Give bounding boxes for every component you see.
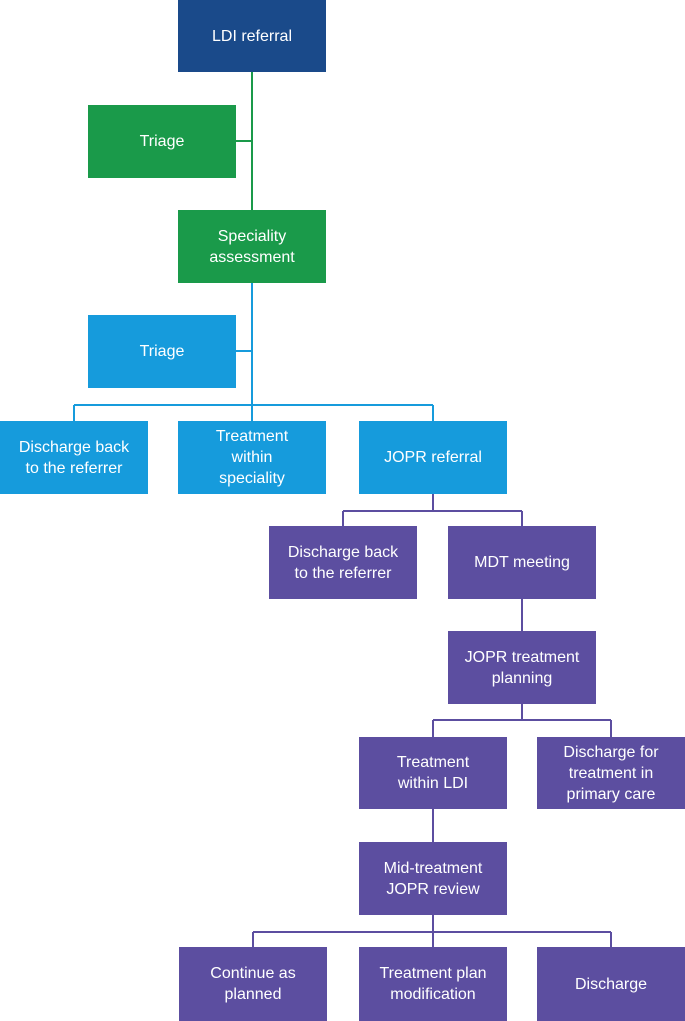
discharge-primary-care-box: Discharge for treatment in primary care [537, 737, 685, 809]
continue-as-planned-box: Continue as planned [179, 947, 327, 1021]
mid-treatment-review-box: Mid-treatment JOPR review [359, 842, 507, 915]
purple-connectors [252, 494, 612, 947]
treatment-plan-modification-box: Treatment plan modification [359, 947, 507, 1021]
continue-as-planned-label: Continue as planned [210, 965, 296, 1003]
triage-box-1: Triage [88, 105, 236, 178]
jopr-treatment-planning-box: JOPR treatment planning [448, 631, 596, 704]
jopr-referral-box: JOPR referral [359, 421, 507, 494]
discharge-referrer-box-1: Discharge back to the referrer [0, 421, 148, 494]
discharge-referrer-label-2: Discharge back to the referrer [287, 543, 399, 582]
treatment-within-speciality-box: Treatment within speciality [178, 421, 326, 494]
treatment-plan-modification-label: Treatment plan modification [379, 965, 487, 1003]
discharge-label: Discharge [574, 975, 648, 993]
discharge-primary-care-label: Discharge for treatment in primary care [563, 743, 659, 803]
speciality-assessment-box: Speciality assessment [178, 210, 326, 283]
blue-connectors [73, 283, 434, 421]
ldi-referral-label: LDI referral [211, 27, 293, 45]
triage-label-1: Triage [139, 133, 185, 150]
jopr-referral-label: JOPR referral [384, 449, 482, 466]
jopr-treatment-planning-label: JOPR treatment planning [464, 648, 580, 687]
speciality-assessment-label: Speciality assessment [209, 227, 295, 266]
mdt-meeting-box: MDT meeting [448, 526, 596, 599]
discharge-referrer-label-1: Discharge back to the referrer [18, 438, 130, 477]
treatment-within-ldi-box: Treatment within LDI [359, 737, 507, 809]
triage-label-2: Triage [139, 343, 185, 360]
green-connectors [236, 72, 253, 210]
triage-box-2: Triage [88, 315, 236, 388]
treatment-within-speciality-label: Treatment within speciality [215, 428, 289, 487]
treatment-within-ldi-label: Treatment within LDI [396, 754, 470, 792]
ldi-referral-box: LDI referral [178, 0, 326, 72]
discharge-referrer-box-2: Discharge back to the referrer [269, 526, 417, 599]
mdt-meeting-label: MDT meeting [474, 554, 570, 571]
discharge-box: Discharge [537, 947, 685, 1021]
mid-treatment-review-label: Mid-treatment JOPR review [383, 859, 483, 898]
